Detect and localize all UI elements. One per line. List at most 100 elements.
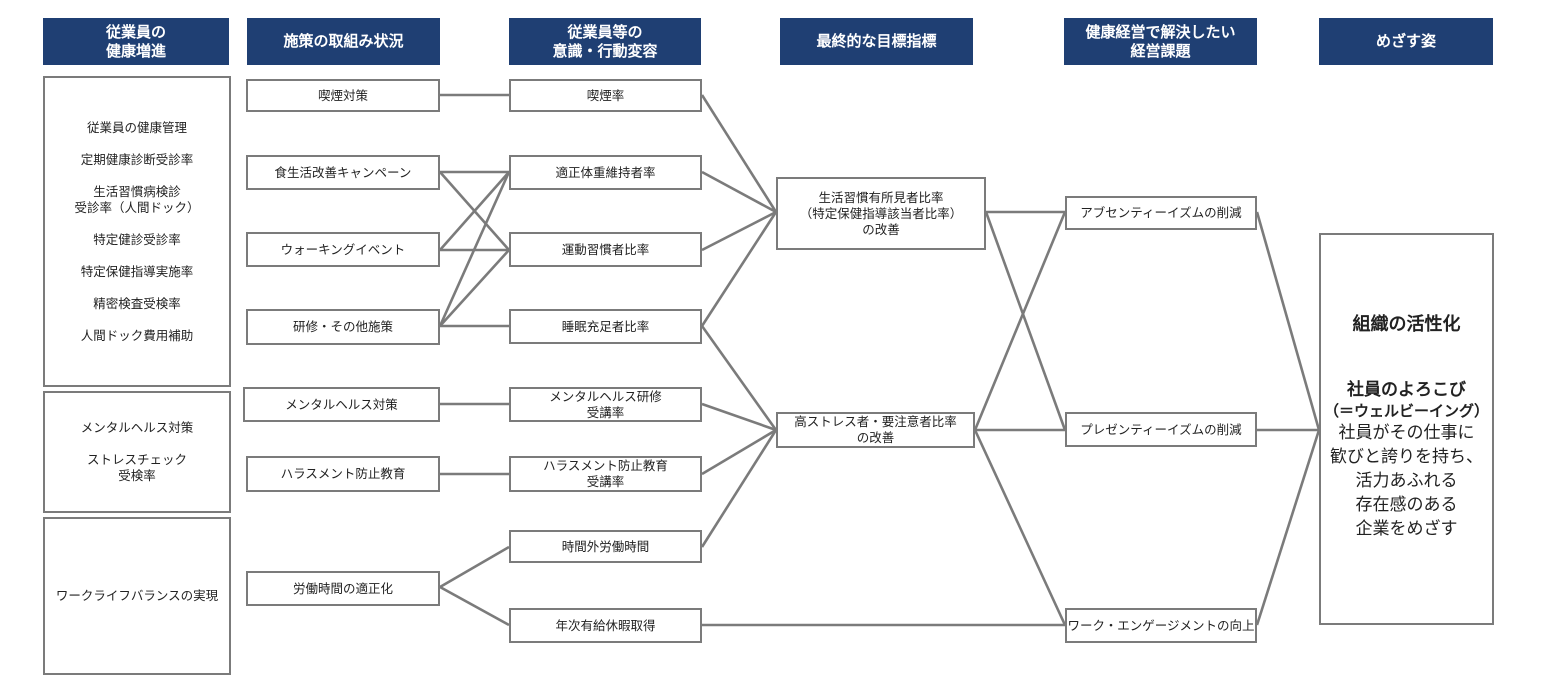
text-line: メンタルヘルス研修 [549, 388, 662, 404]
text-line: 存在感のある [1355, 495, 1458, 515]
connector-line [439, 249, 510, 327]
text-line: 受診率（人間ドック） [74, 199, 200, 215]
header-line: 健康増進 [105, 41, 166, 60]
promotion-item-label: 定期健康診断受診率 [80, 151, 194, 167]
behavior-box-weight: 適正体重維持者率 [509, 155, 702, 190]
connector-line [700, 325, 778, 431]
connector-line [439, 171, 510, 251]
header-line: 経営課題 [1130, 41, 1191, 60]
connector-line [439, 545, 510, 589]
header-health-promotion: 従業員の健康増進 [43, 18, 229, 65]
connector-line [439, 585, 510, 627]
behavior-box-smoking-rate: 喫煙率 [509, 79, 702, 112]
promotion-item-label: 精密検査受検率 [93, 295, 181, 311]
measure-label: ハラスメント防止教育 [280, 466, 406, 481]
behavior-box-exercise: 運動習慣者比率 [509, 232, 702, 267]
header-line: 従業員等の [567, 22, 643, 41]
measure-box-mental-health: メンタルヘルス対策 [243, 387, 440, 422]
connector-line [973, 429, 1067, 626]
text-line: ストレスチェック [86, 452, 187, 467]
connector-line [700, 429, 778, 548]
issue-box-engagement: ワーク・エンゲージメントの向上 [1065, 608, 1257, 643]
text-line: 企業をめざす [1355, 519, 1458, 539]
header-vision: めざす姿 [1319, 18, 1493, 65]
measure-box-working-hours: 労働時間の適正化 [246, 571, 440, 606]
header-final-targets: 最終的な目標指標 [780, 18, 973, 65]
target-box-high-stress: 高ストレス者・要注意者比率の改善 [776, 412, 975, 448]
vision-box: 組織の活性化 社員のよろこび （＝ウェルビーイング） 社員がその仕事に歓びと誇り… [1319, 233, 1494, 625]
text-line: の改善 [856, 430, 895, 445]
target-box-lifestyle: 生活習慣有所見者比率（特定保健指導該当者比率）の改善 [776, 177, 986, 250]
connector-line [1255, 211, 1321, 431]
header-management-issues: 健康経営で解決したい経営課題 [1064, 18, 1257, 65]
header-line: 意識・行動変容 [552, 41, 658, 60]
promotion-group-health-management: 従業員の健康管理 定期健康診断受診率 生活習慣病検診受診率（人間ドック） 特定健… [43, 76, 231, 387]
measure-label: メンタルヘルス対策 [285, 396, 398, 412]
behavior-label: 喫煙率 [586, 87, 625, 103]
promotion-item-label: ワークライフバランスの実現 [55, 588, 219, 603]
behavior-box-overtime: 時間外労働時間 [509, 530, 702, 563]
behavior-box-harassment-training: ハラスメント防止教育受講率 [509, 456, 702, 492]
promotion-item-label: 従業員の健康管理 [86, 119, 187, 135]
measure-label: 喫煙対策 [317, 87, 368, 103]
behavior-box-mental-training: メンタルヘルス研修受講率 [509, 387, 702, 422]
measure-box-walking: ウォーキングイベント [246, 232, 440, 267]
header-behavior-change: 従業員等の意識・行動変容 [509, 18, 701, 65]
connector-line [984, 211, 1067, 431]
promotion-item-label: 特定保健指導実施率 [80, 263, 194, 279]
measure-label: 食生活改善キャンペーン [274, 164, 412, 180]
connector-line [973, 211, 1067, 431]
text-line: ハラスメント防止教育 [543, 458, 668, 473]
text-line: 受講率 [586, 404, 625, 420]
behavior-label: 適正体重維持者率 [555, 164, 656, 180]
text-line: 受講率 [586, 474, 625, 489]
issue-label: プレゼンティーイズムの削減 [1080, 421, 1242, 437]
measure-label: 研修・その他施策 [292, 319, 393, 334]
behavior-label: 年次有給休暇取得 [555, 617, 656, 633]
connector-line [701, 428, 777, 476]
issue-box-presenteeism: プレゼンティーイズムの削減 [1065, 412, 1257, 447]
connector-line [438, 171, 511, 327]
measure-label: 労働時間の適正化 [292, 580, 393, 596]
measure-box-training: 研修・その他施策 [246, 309, 440, 345]
measure-box-harassment: ハラスメント防止教育 [246, 456, 440, 492]
measure-label: ウォーキングイベント [280, 241, 406, 257]
promotion-item: 従業員の健康管理 [87, 120, 187, 136]
vision-subtitle: 社員のよろこび [1347, 380, 1466, 400]
promotion-item-label: 人間ドック費用補助 [80, 327, 194, 343]
behavior-box-sleep: 睡眠充足者比率 [509, 309, 702, 344]
header-measures: 施策の取組み状況 [247, 18, 440, 65]
header-line: めざす姿 [1375, 32, 1436, 50]
text-line: 歓びと誇りを持ち、 [1330, 447, 1483, 467]
promotion-item: メンタルヘルス対策 [81, 420, 194, 436]
text-line: の改善 [862, 221, 900, 237]
vision-title: 組織の活性化 [1352, 314, 1461, 335]
behavior-label: 睡眠充足者比率 [561, 318, 650, 334]
vision-subtitle-note: （＝ウェルビーイング） [1323, 402, 1489, 420]
header-line: 従業員の [105, 22, 166, 41]
connector-line [701, 210, 777, 252]
issue-label: アブセンティーイズムの削減 [1080, 205, 1242, 220]
behavior-label: 運動習慣者比率 [561, 241, 650, 257]
header-line: 最終的な目標指標 [816, 32, 937, 50]
text-line: （特定保健指導該当者比率） [799, 205, 963, 221]
connector-line [701, 402, 777, 432]
promotion-item: 人間ドック費用補助 [81, 328, 194, 344]
vision-description: 社員がその仕事に歓びと誇りを持ち、活力あふれる存在感のある企業をめざす [1330, 421, 1483, 541]
text-line: 活力あふれる [1355, 471, 1458, 491]
promotion-item: ストレスチェック受検率 [87, 452, 187, 484]
promotion-item: 特定健診受診率 [93, 232, 181, 248]
connector-line [700, 94, 778, 213]
header-line: 健康経営で解決したい [1085, 22, 1236, 41]
connector-line [1255, 429, 1321, 626]
issue-box-absenteeism: アブセンティーイズムの削減 [1065, 196, 1257, 230]
text-line: 生活習慣有所見者比率 [818, 189, 944, 205]
promotion-item: 定期健康診断受診率 [81, 152, 194, 168]
header-line: 施策の取組み状況 [283, 32, 404, 50]
promotion-group-work-life-balance: ワークライフバランスの実現 [43, 517, 231, 675]
promotion-item-label: メンタルヘルス対策 [80, 420, 194, 435]
issue-label: ワーク・エンゲージメントの向上 [1067, 617, 1255, 633]
promotion-item-label: 特定健診受診率 [93, 231, 181, 247]
connector-line [700, 211, 778, 327]
promotion-group-mental-health: メンタルヘルス対策 ストレスチェック受検率 [43, 391, 231, 513]
